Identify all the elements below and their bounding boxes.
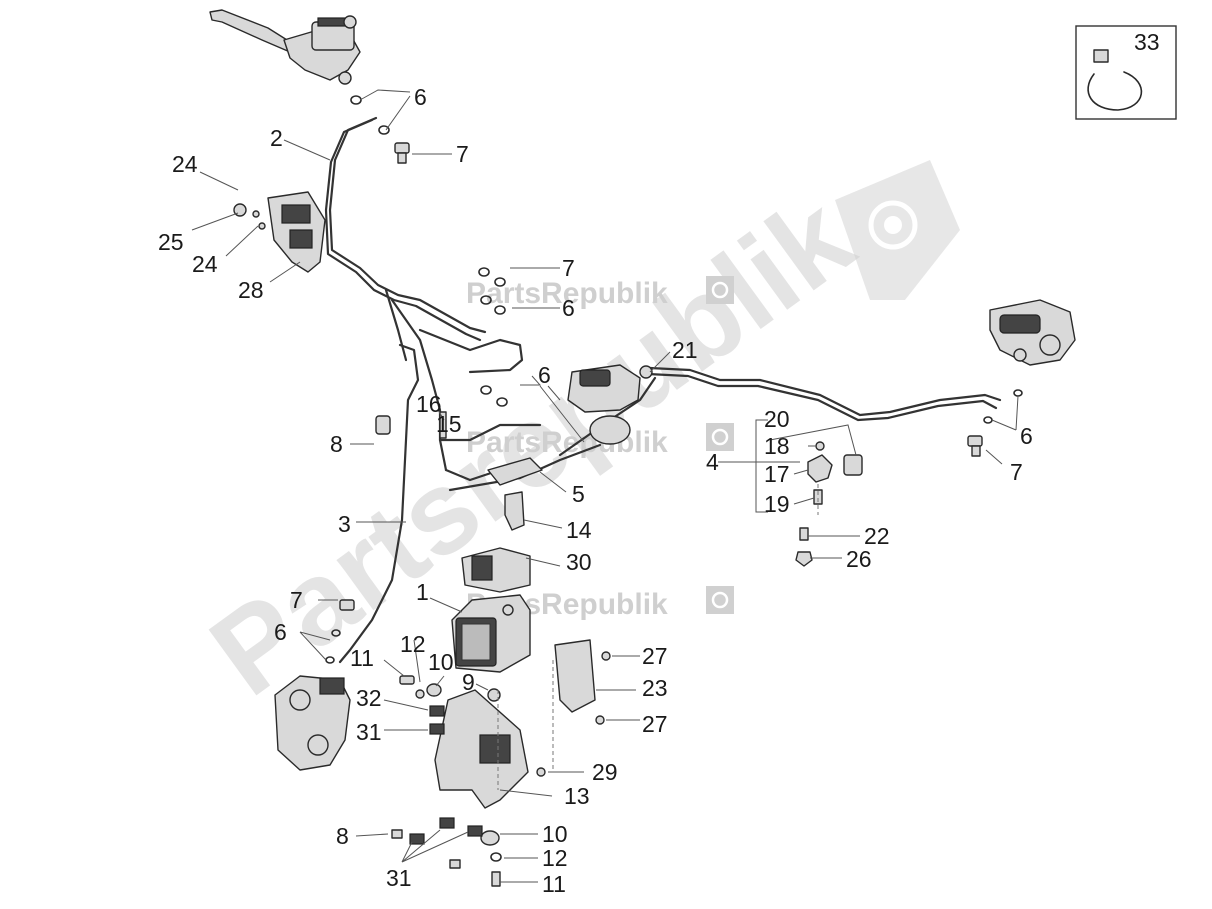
- clips-31-32: [391, 705, 483, 869]
- callout-30: 30: [566, 549, 592, 575]
- front-brake-caliper: [274, 599, 355, 771]
- callout-7: 7: [562, 255, 575, 281]
- clamp-5: [487, 457, 543, 486]
- bolts-27-29: [497, 651, 611, 790]
- callout-26: 26: [846, 546, 872, 572]
- svg-text:PartsRepublik: PartsRepublik: [466, 426, 668, 459]
- callout-1: 1: [416, 579, 429, 605]
- callout-4: 4: [706, 449, 719, 475]
- callout-23: 23: [642, 675, 668, 701]
- callout-10: 10: [542, 821, 568, 847]
- callout-labels: 6 7 2 24 25 24 28 7 6 21 6 16 15 8 20 18…: [158, 84, 1033, 897]
- front-brake-lever-assembly: [209, 9, 361, 85]
- banjo-washers-top: [350, 95, 410, 164]
- inset-label: 33: [1134, 29, 1160, 55]
- junction-washers: [375, 267, 508, 439]
- rear-master-cylinder: [567, 364, 653, 445]
- callout-13: 13: [564, 783, 590, 809]
- callout-27: 27: [642, 711, 668, 737]
- clip-head-icon: [1093, 49, 1109, 63]
- support-13: [434, 688, 529, 809]
- callout-11: 11: [542, 871, 566, 897]
- callout-6: 6: [414, 84, 427, 110]
- watermark-brand-2: PartsRepublik: [466, 423, 734, 459]
- callout-25: 25: [158, 229, 184, 255]
- callout-8: 8: [330, 431, 343, 457]
- watermark-gear-icon: [706, 276, 734, 304]
- callout-6: 6: [1020, 423, 1033, 449]
- watermark-gear-icon: [706, 423, 734, 451]
- callout-12: 12: [400, 631, 426, 657]
- callout-8: 8: [336, 823, 349, 849]
- svg-text:PartsRepublik: PartsRepublik: [466, 277, 668, 310]
- watermark-brand-1: PartsRepublik: [466, 276, 734, 310]
- callout-31: 31: [386, 865, 412, 891]
- callout-14: 14: [566, 517, 592, 543]
- callout-20: 20: [764, 406, 790, 432]
- watermark-gear-icon: [706, 586, 734, 614]
- callout-2: 2: [270, 125, 283, 151]
- callout-11: 11: [350, 645, 374, 671]
- callout-19: 19: [764, 491, 790, 517]
- clamp-14: [504, 491, 525, 531]
- callout-18: 18: [764, 433, 790, 459]
- callout-7: 7: [456, 141, 469, 167]
- callout-27: 27: [642, 643, 668, 669]
- abs-modulator-unit: [451, 594, 531, 673]
- callout-29: 29: [592, 759, 618, 785]
- callout-15: 15: [436, 411, 462, 437]
- callout-10: 10: [428, 649, 454, 675]
- grommets-10-12: [399, 675, 502, 887]
- callout-9: 9: [462, 669, 475, 695]
- rear-pipe-bracket-group: [795, 441, 863, 567]
- callout-31: 31: [356, 719, 382, 745]
- leader-lines: [191, 89, 1019, 883]
- callout-22: 22: [864, 523, 890, 549]
- inset-box-33: 33: [1075, 25, 1177, 120]
- sensor-bracket-28: [233, 191, 326, 273]
- callout-7: 7: [1010, 459, 1023, 485]
- callout-24: 24: [192, 251, 218, 277]
- callout-17: 17: [764, 461, 790, 487]
- plate-23: [554, 639, 596, 713]
- watermark-gear-flag-icon: [835, 160, 960, 300]
- callout-24: 24: [172, 151, 198, 177]
- callout-3: 3: [338, 511, 351, 537]
- clip-ring-icon: [1087, 71, 1143, 111]
- callout-16: 16: [416, 391, 442, 417]
- callout-6: 6: [274, 619, 287, 645]
- callout-12: 12: [542, 845, 568, 871]
- callout-28: 28: [238, 277, 264, 303]
- callout-6: 6: [538, 362, 551, 388]
- callout-7: 7: [290, 587, 303, 613]
- callout-32: 32: [356, 685, 382, 711]
- callout-6: 6: [562, 295, 575, 321]
- callout-21: 21: [672, 337, 698, 363]
- callout-5: 5: [572, 481, 585, 507]
- abs-bracket-30: [461, 547, 531, 593]
